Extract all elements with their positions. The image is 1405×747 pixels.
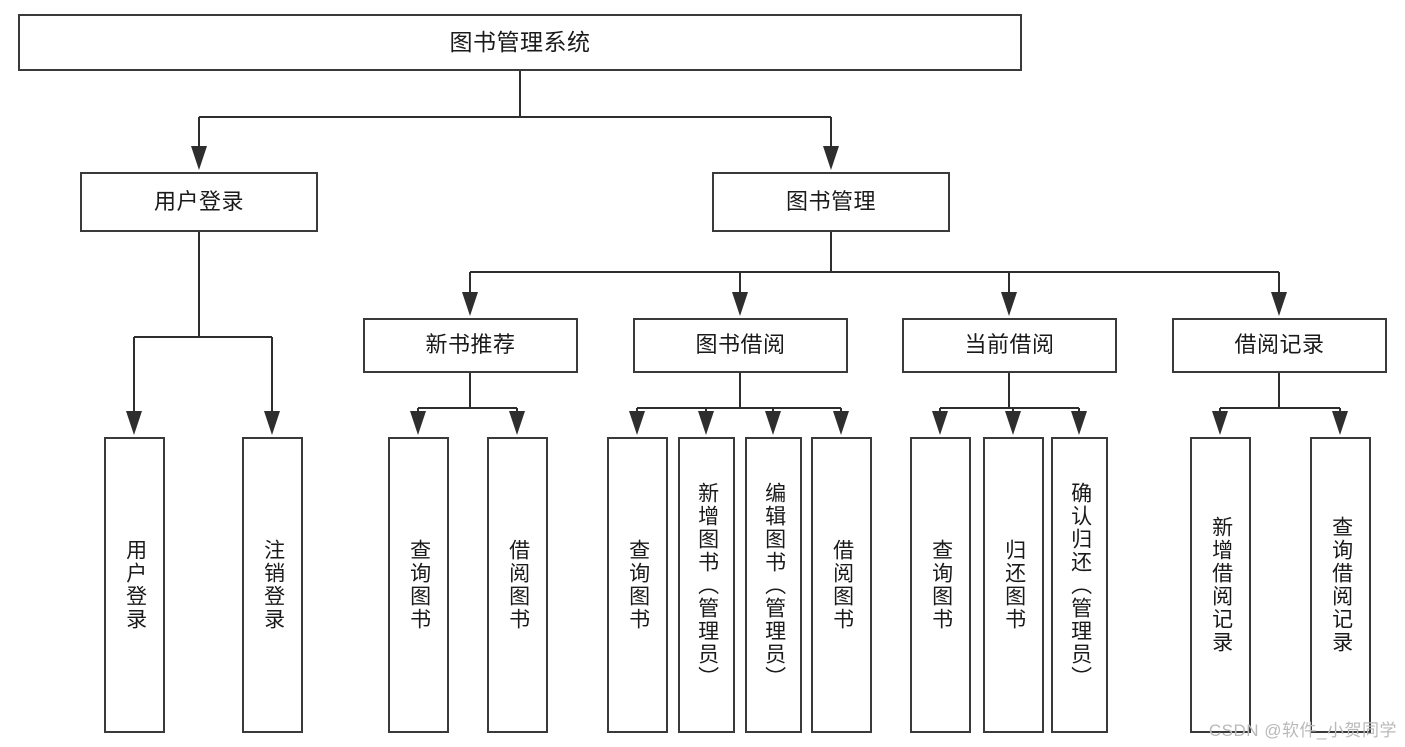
node-leaf-query-book-borrow[interactable]: 查询图书 <box>607 437 668 733</box>
watermark-text: CSDN @软件_小贺同学 <box>1208 721 1397 740</box>
node-label: 新书推荐 <box>425 332 516 358</box>
node-label: 当前借阅 <box>964 332 1055 358</box>
node-leaf-query-book-rec[interactable]: 查询图书 <box>388 437 449 733</box>
node-label: 借阅图书 <box>506 539 530 631</box>
node-root[interactable]: 图书管理系统 <box>18 14 1022 71</box>
node-leaf-add-book[interactable]: 新增图书（管理员） <box>678 437 735 733</box>
node-current-borrow[interactable]: 当前借阅 <box>902 318 1117 373</box>
node-leaf-borrow-book-rec[interactable]: 借阅图书 <box>487 437 548 733</box>
node-label: 查询图书 <box>626 539 650 631</box>
node-book-borrow[interactable]: 图书借阅 <box>633 318 848 373</box>
node-label: 注销登录 <box>261 539 285 631</box>
node-leaf-user-logout[interactable]: 注销登录 <box>242 437 303 733</box>
node-leaf-confirm-return[interactable]: 确认归还（管理员） <box>1051 437 1108 733</box>
node-label: 查询图书 <box>407 539 431 631</box>
node-label: 查询借阅记录 <box>1329 516 1353 654</box>
node-label: 借阅记录 <box>1234 332 1325 358</box>
node-leaf-query-record[interactable]: 查询借阅记录 <box>1310 437 1371 733</box>
node-label: 用户登录 <box>123 539 147 631</box>
node-leaf-borrow-book[interactable]: 借阅图书 <box>811 437 872 733</box>
node-leaf-return-book[interactable]: 归还图书 <box>983 437 1044 733</box>
node-label: 借阅图书 <box>830 539 854 631</box>
node-new-book-rec[interactable]: 新书推荐 <box>363 318 578 373</box>
node-user-login[interactable]: 用户登录 <box>80 172 318 232</box>
node-leaf-user-login[interactable]: 用户登录 <box>104 437 165 733</box>
node-label: 用户登录 <box>153 188 244 214</box>
node-label: 查询图书 <box>929 539 953 631</box>
node-leaf-add-record[interactable]: 新增借阅记录 <box>1190 437 1251 733</box>
node-leaf-edit-book[interactable]: 编辑图书（管理员） <box>745 437 802 733</box>
node-label: 图书管理 <box>785 188 876 214</box>
node-label: 归还图书 <box>1002 539 1026 631</box>
node-label: 确认归还（管理员） <box>1068 481 1092 689</box>
node-label: 图书管理系统 <box>449 28 591 55</box>
node-borrow-record[interactable]: 借阅记录 <box>1172 318 1387 373</box>
node-label: 新增借阅记录 <box>1209 516 1233 654</box>
node-label: 新增图书（管理员） <box>695 481 719 689</box>
node-label: 编辑图书（管理员） <box>762 481 786 689</box>
node-book-manage[interactable]: 图书管理 <box>712 172 950 232</box>
node-leaf-query-book-current[interactable]: 查询图书 <box>910 437 971 733</box>
node-label: 图书借阅 <box>695 332 786 358</box>
